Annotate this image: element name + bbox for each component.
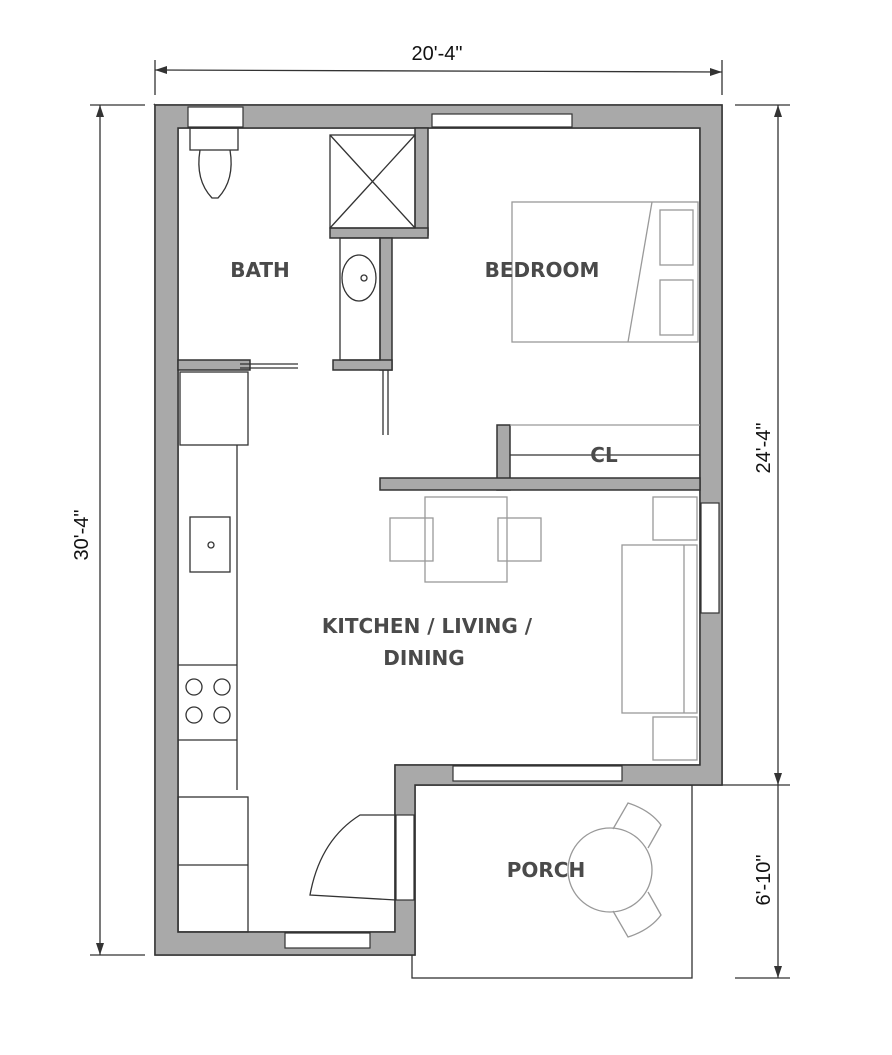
dimension-depth: 30'-4" [71, 104, 145, 956]
end-table [652, 496, 698, 541]
shower [329, 134, 416, 229]
sofa [621, 544, 698, 714]
porch-chair [612, 802, 662, 849]
room-label-bath: BATH [230, 258, 290, 282]
kitchen-sink [189, 516, 231, 573]
vanity [339, 237, 381, 361]
main-depth-label: 24'-4" [753, 423, 775, 474]
room-label-dining: DINING [383, 646, 464, 670]
bed [511, 201, 699, 343]
room-label-kitchen: KITCHEN / LIVING / [322, 614, 533, 638]
window [431, 113, 573, 128]
dimension-main-depth: 24'-4" [700, 104, 790, 786]
width-label: 20'-4" [412, 43, 463, 65]
porch-table [567, 827, 653, 913]
dimension-porch-depth: 6'-10" [735, 785, 790, 979]
window [187, 106, 244, 128]
depth-label: 30'-4" [71, 510, 93, 561]
fridge [179, 371, 249, 446]
window [452, 765, 623, 782]
dining-table [424, 496, 508, 583]
dining-chair [497, 517, 542, 562]
porch-depth-label: 6'-10" [753, 855, 775, 906]
end-table [652, 716, 698, 761]
room-label-closet: CL [590, 443, 618, 467]
room-label-porch: PORCH [507, 858, 585, 882]
porch-chair [612, 891, 662, 938]
room-label-bedroom: BEDROOM [485, 258, 600, 282]
stove-burners [185, 678, 231, 724]
dimension-width: 20'-4" [154, 43, 723, 95]
interior-walls [177, 127, 701, 491]
toilet-bowl [198, 149, 232, 199]
window [700, 502, 720, 614]
entry-door-swing [309, 814, 397, 901]
toilet-tank [189, 127, 239, 151]
dining-chair [389, 517, 434, 562]
exterior-walls [153, 103, 723, 956]
window [284, 932, 371, 949]
entry-door-opening [395, 814, 415, 901]
bath-sink [341, 254, 377, 302]
